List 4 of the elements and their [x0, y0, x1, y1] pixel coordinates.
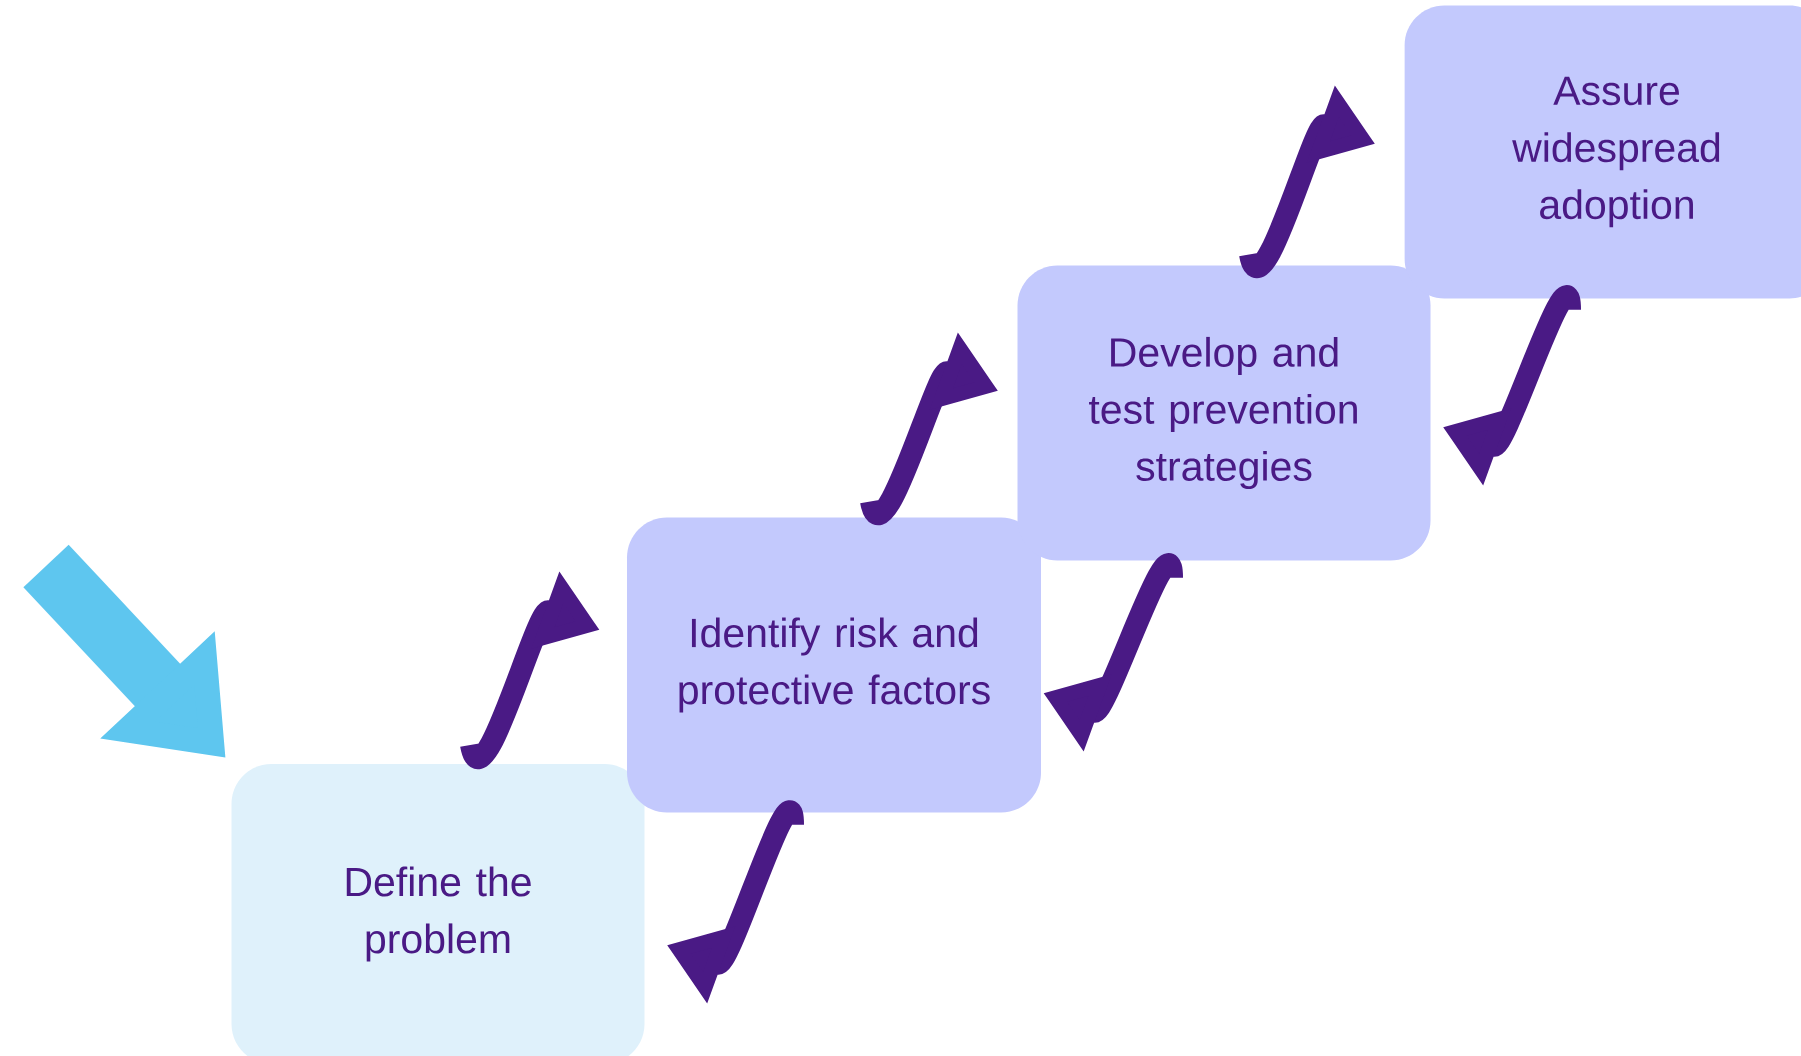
step-box: Develop and test prevention strategies	[1017, 265, 1431, 561]
step-box: Assure widespread adoption	[1404, 5, 1801, 299]
step-box: Identify risk and protective factors	[627, 517, 1041, 813]
step-box: Define the problem	[231, 764, 645, 1056]
